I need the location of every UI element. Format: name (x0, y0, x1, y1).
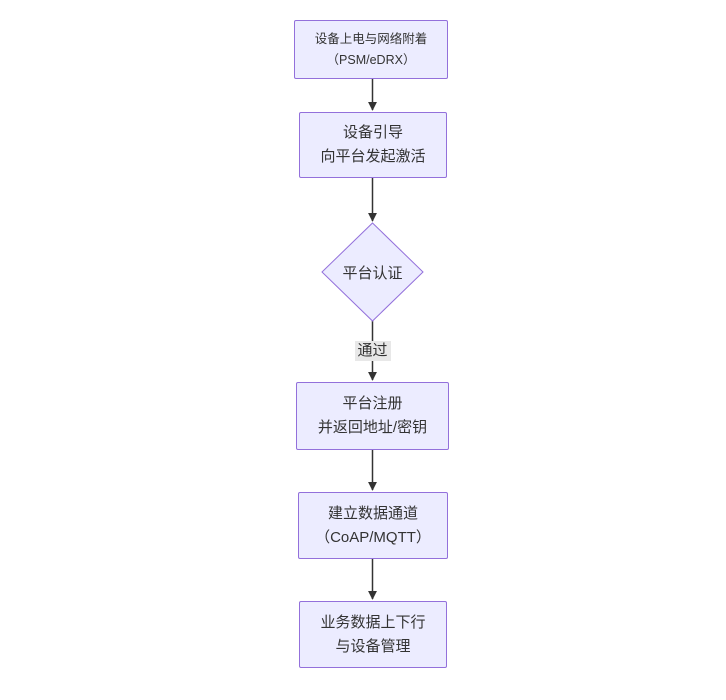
node-device-bootstrap-line2: 向平台发起激活 (320, 148, 426, 165)
node-platform-register-line1: 平台注册 (342, 395, 403, 412)
node-power-network-attach-line2: （PSM/eDRX） (326, 52, 416, 67)
node-business-data: 业务数据上下行 与设备管理 (299, 601, 447, 668)
node-business-data-line2: 与设备管理 (335, 637, 411, 655)
node-platform-register: 平台注册 并返回地址/密钥 (296, 382, 449, 450)
node-platform-register-line2: 并返回地址/密钥 (317, 419, 428, 436)
node-power-network-attach-line1: 设备上电与网络附着 (314, 31, 428, 46)
node-business-data-line1: 业务数据上下行 (320, 613, 426, 631)
node-data-channel-line2: （CoAP/MQTT） (315, 528, 431, 546)
edge-label-pass: 通过 (354, 341, 391, 361)
node-device-bootstrap-line1: 设备引导 (342, 124, 403, 141)
node-platform-auth-label: 平台认证 (342, 264, 403, 282)
node-device-bootstrap: 设备引导 向平台发起激活 (299, 112, 447, 178)
node-platform-auth: 平台认证 (321, 222, 424, 322)
node-data-channel: 建立数据通道 （CoAP/MQTT） (298, 492, 448, 559)
node-data-channel-line1: 建立数据通道 (327, 504, 418, 522)
node-power-network-attach: 设备上电与网络附着 （PSM/eDRX） (294, 20, 448, 79)
diamond-shape (321, 222, 424, 322)
